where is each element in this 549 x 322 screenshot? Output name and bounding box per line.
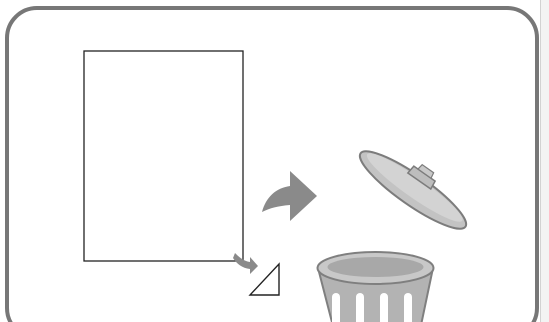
blank-sheet	[84, 51, 243, 261]
scrollbar-track[interactable]	[540, 0, 549, 322]
trash-can-icon	[318, 252, 434, 322]
